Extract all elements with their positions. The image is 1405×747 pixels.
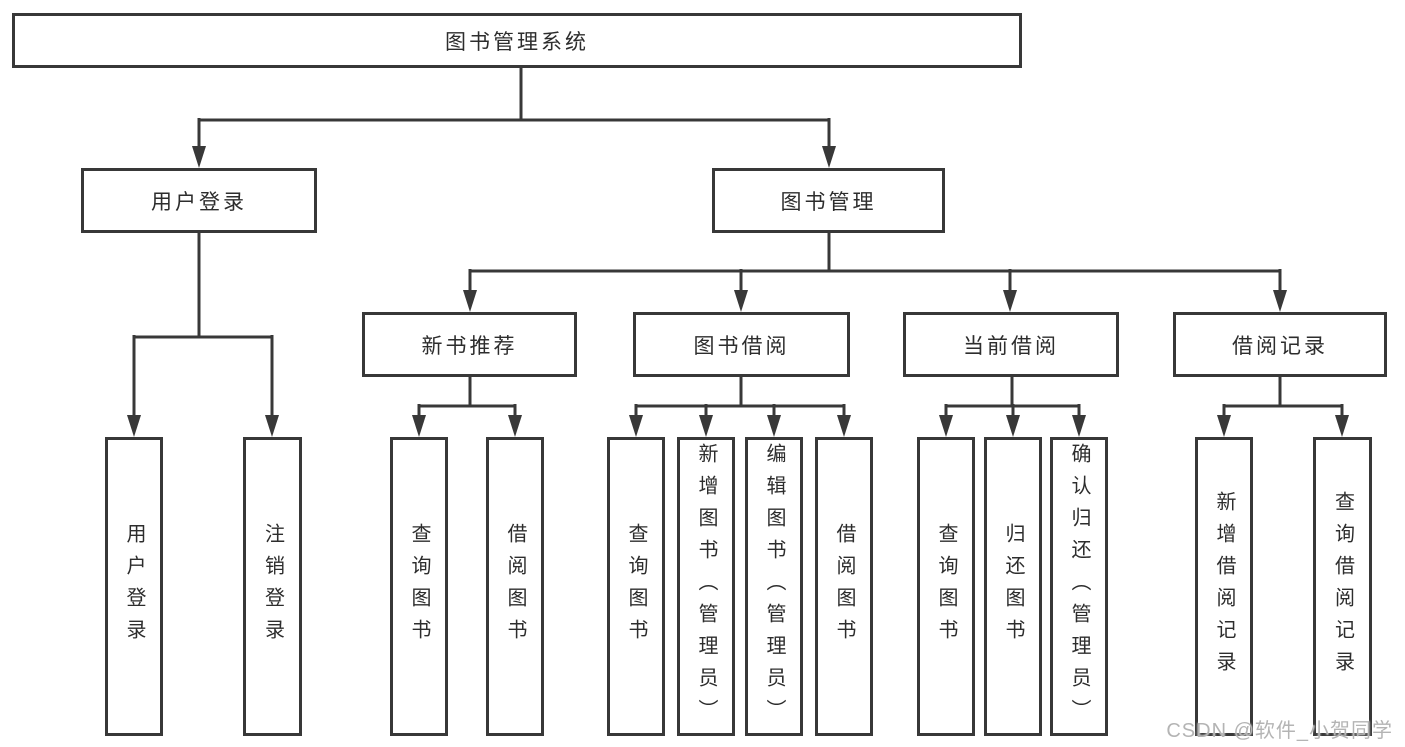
leaf-add-book-admin: 新增图书（管理员）	[677, 437, 735, 736]
leaf-query-books-current: 查询图书	[917, 437, 975, 736]
branch-book-management	[463, 233, 1287, 312]
leaf-confirm-return-admin: 确认归还（管理员）	[1050, 437, 1108, 736]
leaf-add-borrow-record: 新增借阅记录	[1195, 437, 1253, 736]
leaf-query-borrow-record: 查询借阅记录	[1313, 437, 1372, 736]
node-library-system: 图书管理系统	[12, 13, 1022, 68]
leaf-user-login: 用户登录	[105, 437, 163, 736]
node-new-book-recommend: 新书推荐	[362, 312, 577, 377]
node-book-management: 图书管理	[712, 168, 945, 233]
node-borrow-records: 借阅记录	[1173, 312, 1387, 377]
leaf-edit-book-admin: 编辑图书（管理员）	[745, 437, 803, 736]
leaf-return-book: 归还图书	[984, 437, 1042, 736]
node-current-borrowing: 当前借阅	[903, 312, 1119, 377]
node-user-login: 用户登录	[81, 168, 317, 233]
node-book-borrowing: 图书借阅	[633, 312, 850, 377]
leaf-logout: 注销登录	[243, 437, 302, 736]
branch-book-borrowing	[629, 377, 851, 437]
leaf-query-books-recommend: 查询图书	[390, 437, 448, 736]
branch-user-login	[127, 233, 279, 437]
branch-current-borrowing	[939, 377, 1086, 437]
leaf-query-books-borrowing: 查询图书	[607, 437, 665, 736]
csdn-watermark: CSDN @软件_小贺同学	[1166, 720, 1393, 742]
branch-new-books	[412, 377, 522, 437]
branch-root	[192, 68, 836, 168]
leaf-borrow-books-borrowing: 借阅图书	[815, 437, 873, 736]
leaf-borrow-books-recommend: 借阅图书	[486, 437, 544, 736]
branch-borrow-records	[1217, 377, 1349, 437]
